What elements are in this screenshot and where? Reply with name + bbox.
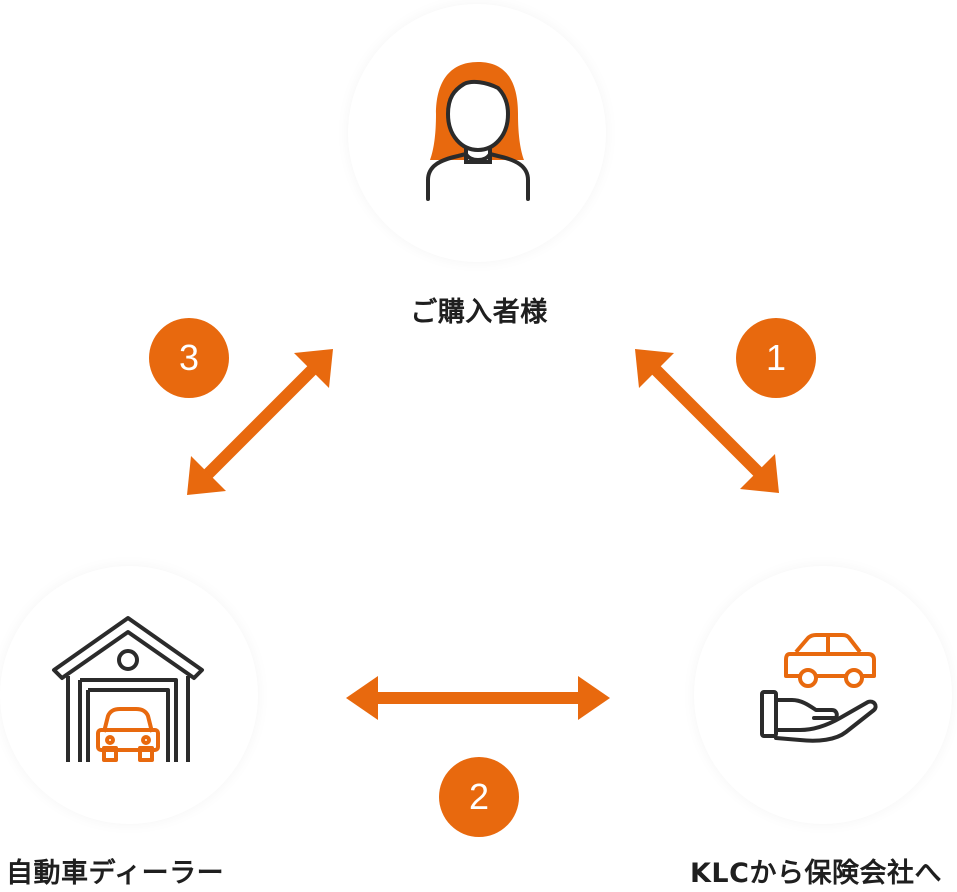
step-1-badge: 1 [736, 318, 816, 398]
arrow-step-2 [346, 676, 610, 720]
arrow-step-3 [187, 349, 333, 495]
step-2-badge: 2 [439, 757, 519, 837]
person-icon [426, 62, 530, 201]
arrow-step-1 [635, 349, 779, 493]
customer-label: ご購入者様 [410, 297, 548, 328]
garage-car-icon [52, 616, 204, 762]
insurer-label: KLCから保険会社へ [690, 858, 942, 889]
dealer-label: 自動車ディーラー [6, 858, 225, 889]
step-3-badge: 3 [149, 318, 229, 398]
hand-car-icon [760, 633, 878, 743]
dealer-node-circle [0, 566, 258, 824]
insurer-node-circle [694, 566, 952, 824]
